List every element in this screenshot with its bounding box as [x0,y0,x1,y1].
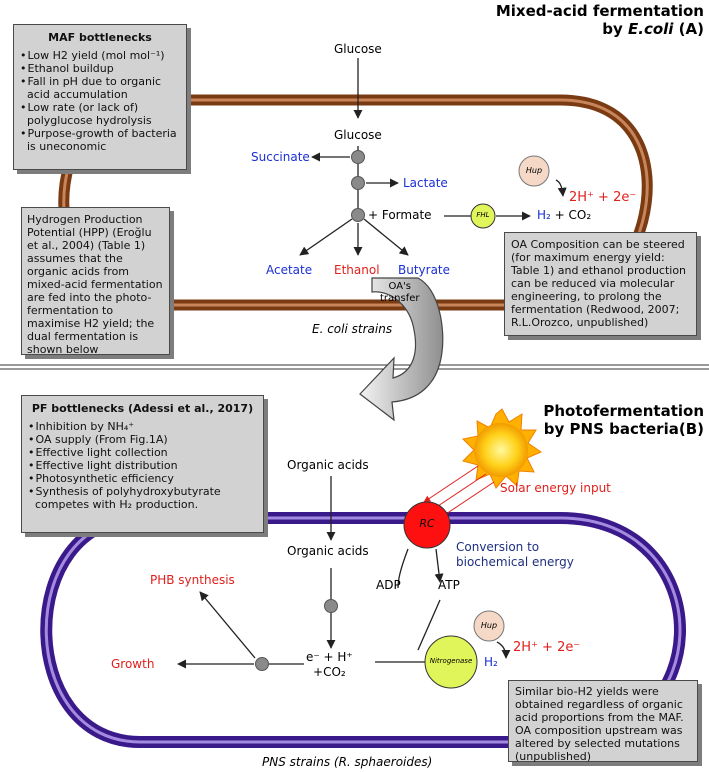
electrons-line2: +CO₂ [313,665,346,679]
similar-yields-note-text: Similar bio-H2 yields were obtained rega… [515,685,684,763]
phb-synthesis-label: PHB synthesis [150,573,235,587]
maf-bottlenecks-title: MAF bottlenecks [48,31,152,44]
sun-icon [461,408,543,489]
light-rays [423,465,495,519]
organic-acids-outside-label: Organic acids [287,458,369,472]
h2-label-b: H₂ [484,655,498,669]
pf-bottleneck-item: Inhibition by NH₄⁺ [28,420,257,433]
oa-composition-note-box: OA Composition can be steered (for maxim… [504,232,697,336]
products-label-a: 2H⁺ + 2e⁻ [569,190,637,205]
reaction-center [403,501,451,549]
electrons-line1: e⁻ + H⁺ [306,650,353,664]
maf-bottlenecks-box: MAF bottlenecks Low H2 yield (mol mol⁻¹)… [13,24,187,170]
panel-a-title-line2: by E.coli (A) [440,20,704,38]
maf-junction-nodes [351,150,365,222]
butyrate-label: Butyrate [398,263,451,277]
pf-bottleneck-item: Photosynthetic efficiency [28,472,257,485]
panel-a-title-organism: E.coli [628,20,674,38]
pf-bottlenecks-title: PF bottlenecks (Adessi et al., 2017) [31,402,254,415]
adp-label: ADP [376,578,401,592]
oa-transfer-line2: transfer [380,293,420,304]
conversion-label: Conversion to biochemical energy [456,540,574,570]
maf-bottleneck-item: Ethanol buildup [20,62,180,75]
panel-a-title-prefix: by [602,20,629,38]
maf-bottleneck-item: Fall in pH due to organic acid accumulat… [20,75,180,101]
oa-composition-note-text: OA Composition can be steered (for maxim… [511,238,687,329]
lactate-label: Lactate [403,176,448,190]
pf-bottleneck-item: Synthesis of polyhydroxybutyrate compete… [28,485,257,511]
co2-label-a: + CO₂ [550,208,592,222]
atp-label: ATP [438,578,460,592]
nitrogenase-label: Nitrogenase [429,657,473,665]
pf-bottleneck-item: Effective light collection [28,446,257,459]
hup-enzyme-a [518,155,550,187]
pf-bottlenecks-box: PF bottlenecks (Adessi et al., 2017) Inh… [21,395,264,533]
ecoli-strains-label: E. coli strains [312,322,393,336]
oa-transfer-label: OA's transfer [380,281,420,305]
electrons-label: e⁻ + H⁺ +CO₂ [306,650,353,680]
pf-bottleneck-item: Effective light distribution [28,459,257,472]
hpp-note-text: Hydrogen Production Potential (HPP) (Ero… [27,213,163,356]
panel-b-title: Photofermentation by PNS bacteria(B) [500,402,704,438]
glucose-inside-label: Glucose [334,128,382,142]
growth-label: Growth [111,657,155,671]
conversion-line1: Conversion to [456,540,540,554]
succinate-label: Succinate [251,150,310,164]
maf-bottlenecks-list: Low H2 yield (mol mol⁻¹)Ethanol buildupF… [20,49,180,153]
h2-co2-label: H₂ + CO₂ [537,208,591,222]
products-label-b: 2H⁺ + 2e⁻ [513,640,581,655]
formate-label: + Formate [368,208,432,222]
panel-a-title-line1: Mixed-acid fermentation [495,2,704,20]
ethanol-label: Ethanol [334,263,380,277]
pns-strains-label: PNS strains (R. sphaeroides) [262,755,433,769]
hup-label-b: Hup [480,621,498,630]
oa-transfer-line1: OA's [388,281,412,292]
organic-acids-inside-label: Organic acids [287,544,369,558]
panel-b-title-line1: Photofermentation [543,402,704,420]
hpp-note-box: Hydrogen Production Potential (HPP) (Ero… [21,207,170,356]
panel-b-title-line2: by PNS bacteria(B) [543,420,704,438]
pf-junction-nodes [255,599,338,671]
panel-a-title-suffix: (A) [673,20,704,38]
conversion-line2: biochemical energy [456,555,574,569]
maf-bottleneck-item: Low H2 yield (mol mol⁻¹) [20,49,180,62]
maf-pathway-arrows [299,58,567,256]
oa-transfer-arrow [359,277,444,422]
pf-bottlenecks-list: Inhibition by NH₄⁺OA supply (From Fig.1A… [28,420,257,511]
rc-label: RC [419,517,435,530]
acetate-label: Acetate [266,263,313,277]
similar-yields-note-box: Similar bio-H2 yields were obtained rega… [508,680,698,763]
solar-energy-label: Solar energy input [500,481,611,495]
h2-label-a: H₂ [537,208,551,222]
pf-bottleneck-item: OA supply (From Fig.1A) [28,433,257,446]
panel-a-title: Mixed-acid fermentation by E.coli (A) [440,2,704,38]
maf-bottleneck-item: Purpose-growth of bacteria is uneconomic [20,127,180,153]
nitrogenase-enzyme [424,635,478,689]
fhl-enzyme [470,203,496,229]
hup-enzyme-b [473,610,505,642]
maf-bottleneck-item: Low rate (or lack of) polyglucose hydrol… [20,101,180,127]
hup-label-a: Hup [525,166,543,175]
fhl-label: FHL [476,211,490,219]
glucose-outside-label: Glucose [334,42,382,56]
